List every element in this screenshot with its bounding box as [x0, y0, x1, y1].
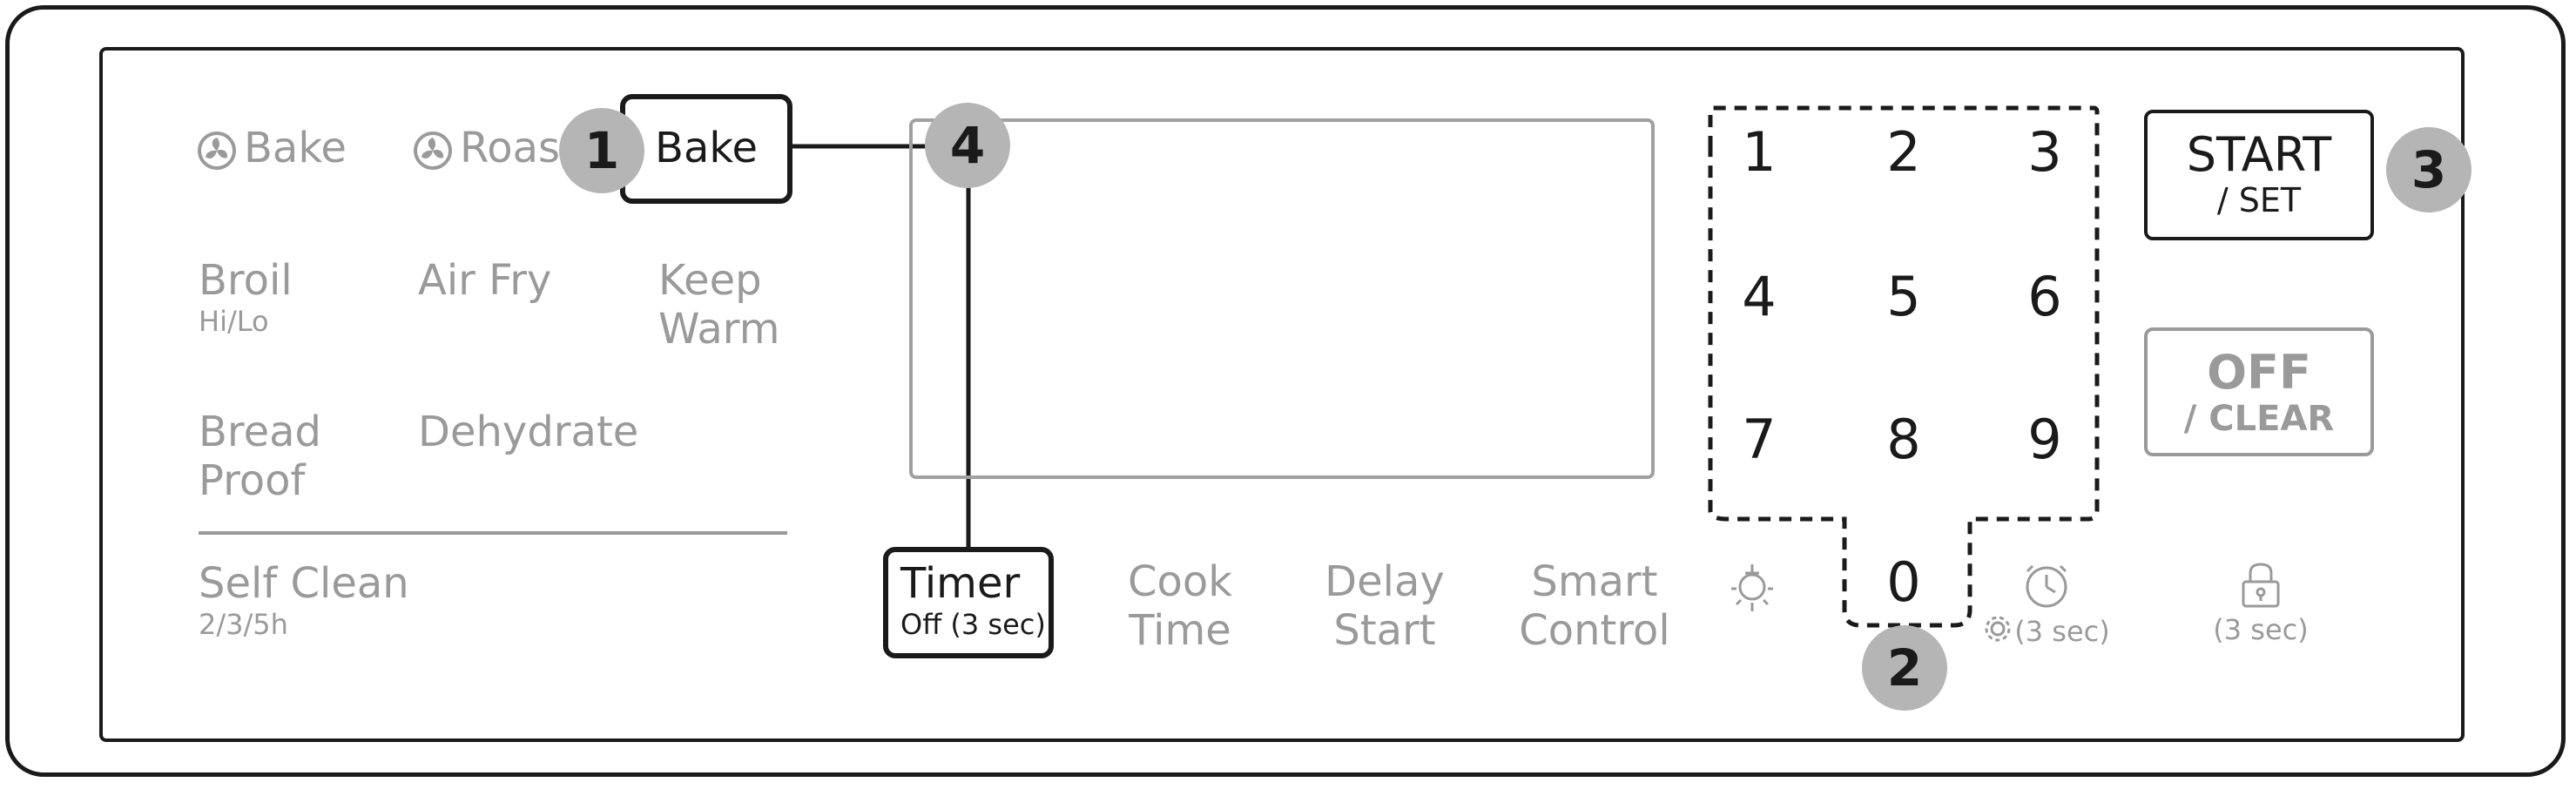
- off-button-label: OFF: [2207, 345, 2311, 400]
- mode-label: Bake: [244, 124, 347, 172]
- key-8[interactable]: 8: [1886, 408, 1921, 471]
- key-0[interactable]: 0: [1886, 550, 1921, 614]
- callout-3: 3: [2386, 127, 2471, 212]
- key-2[interactable]: 2: [1886, 120, 1921, 184]
- delay-start-button[interactable]: Delay Start: [1315, 557, 1454, 655]
- timer-label: Timer: [900, 559, 1021, 608]
- control-panel: [99, 47, 2465, 742]
- self-clean-label: Self Clean: [199, 559, 409, 608]
- callout-2: 2: [1862, 625, 1947, 711]
- key-4[interactable]: 4: [1742, 265, 1777, 328]
- time-label: Time: [1129, 606, 1231, 655]
- broil-sub-label: Hi/Lo: [199, 305, 269, 338]
- cook-time-button[interactable]: Cook Time: [1115, 557, 1245, 655]
- set-button-label: / SET: [2216, 181, 2302, 219]
- callout-4: 4: [925, 103, 1010, 188]
- key-3[interactable]: 3: [2027, 120, 2062, 184]
- key-5[interactable]: 5: [1886, 265, 1921, 328]
- delay-label: Delay: [1325, 557, 1445, 606]
- smart-control-button[interactable]: Smart Control: [1512, 557, 1677, 655]
- cook-label: Cook: [1127, 557, 1233, 606]
- keypad-outline: [1708, 105, 2100, 628]
- smart-label: Smart: [1531, 557, 1658, 606]
- divider: [199, 531, 787, 535]
- start-button-label: START: [2186, 127, 2332, 182]
- mode-broil[interactable]: Broil Hi/Lo: [199, 256, 293, 338]
- timer-button[interactable]: Timer Off (3 sec): [883, 547, 1054, 658]
- bake-button[interactable]: Bake: [620, 94, 792, 204]
- callout-1: 1: [559, 108, 644, 193]
- light-button[interactable]: [1728, 561, 1777, 620]
- mode-keep-warm[interactable]: Keep Warm: [658, 256, 779, 354]
- warm-label: Warm: [658, 305, 780, 354]
- clear-button-label: / CLEAR: [2183, 399, 2335, 439]
- panel-frame: [5, 5, 2566, 777]
- broil-label: Broil: [199, 256, 293, 305]
- mode-air-fry[interactable]: Air Fry: [418, 256, 552, 305]
- light-icon: [1731, 564, 1773, 611]
- proof-label: Proof: [199, 456, 306, 505]
- mode-label: Roast: [460, 124, 577, 172]
- control-label: Control: [1519, 606, 1670, 655]
- fan-icon: [414, 132, 452, 170]
- keep-label: Keep: [658, 256, 762, 305]
- display-screen: [909, 118, 1655, 479]
- mode-convection-bake[interactable]: Bake: [197, 124, 347, 172]
- mode-convection-roast[interactable]: Roast: [413, 124, 577, 172]
- key-6[interactable]: 6: [2027, 265, 2062, 328]
- off-clear-button[interactable]: OFF / CLEAR: [2144, 327, 2374, 456]
- start-label: Start: [1333, 606, 1436, 655]
- key-1[interactable]: 1: [1742, 120, 1777, 184]
- mode-bread-proof[interactable]: Bread Proof: [199, 408, 321, 505]
- lock-button[interactable]: (3 sec): [2198, 561, 2323, 646]
- bake-button-label: Bake: [655, 124, 758, 172]
- mode-self-clean[interactable]: Self Clean 2/3/5h: [199, 559, 409, 641]
- clock-icon: [2026, 564, 2067, 608]
- settings-button[interactable]: (3 sec): [1977, 561, 2116, 648]
- lock-hold-label: (3 sec): [2213, 613, 2309, 646]
- self-clean-sub-label: 2/3/5h: [199, 608, 288, 641]
- lock-icon: [2242, 563, 2280, 608]
- key-9[interactable]: 9: [2027, 408, 2062, 471]
- mode-dehydrate[interactable]: Dehydrate: [418, 408, 639, 456]
- gear-icon: [1982, 613, 2013, 651]
- start-set-button[interactable]: START / SET: [2144, 110, 2374, 240]
- fan-icon: [198, 132, 236, 170]
- bread-label: Bread: [199, 408, 322, 456]
- key-7[interactable]: 7: [1742, 408, 1777, 471]
- timer-sub-label: Off (3 sec): [900, 608, 1046, 641]
- settings-hold-label: (3 sec): [2014, 615, 2110, 648]
